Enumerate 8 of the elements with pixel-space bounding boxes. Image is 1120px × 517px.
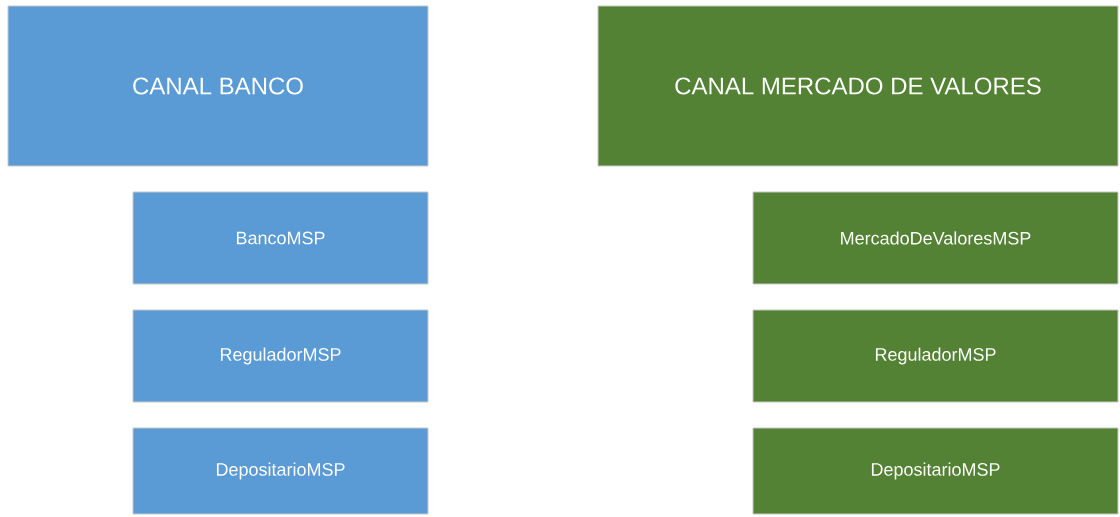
member-box: MercadoDeValoresMSP xyxy=(752,191,1119,285)
channel-box: CANAL BANCO xyxy=(7,5,429,167)
member-box: DepositarioMSP xyxy=(752,427,1119,515)
member-box: DepositarioMSP xyxy=(132,427,429,515)
member-box: BancoMSP xyxy=(132,191,429,285)
channel-box: CANAL MERCADO DE VALORES xyxy=(597,5,1119,167)
member-box: ReguladorMSP xyxy=(132,309,429,403)
member-box: ReguladorMSP xyxy=(752,309,1119,403)
